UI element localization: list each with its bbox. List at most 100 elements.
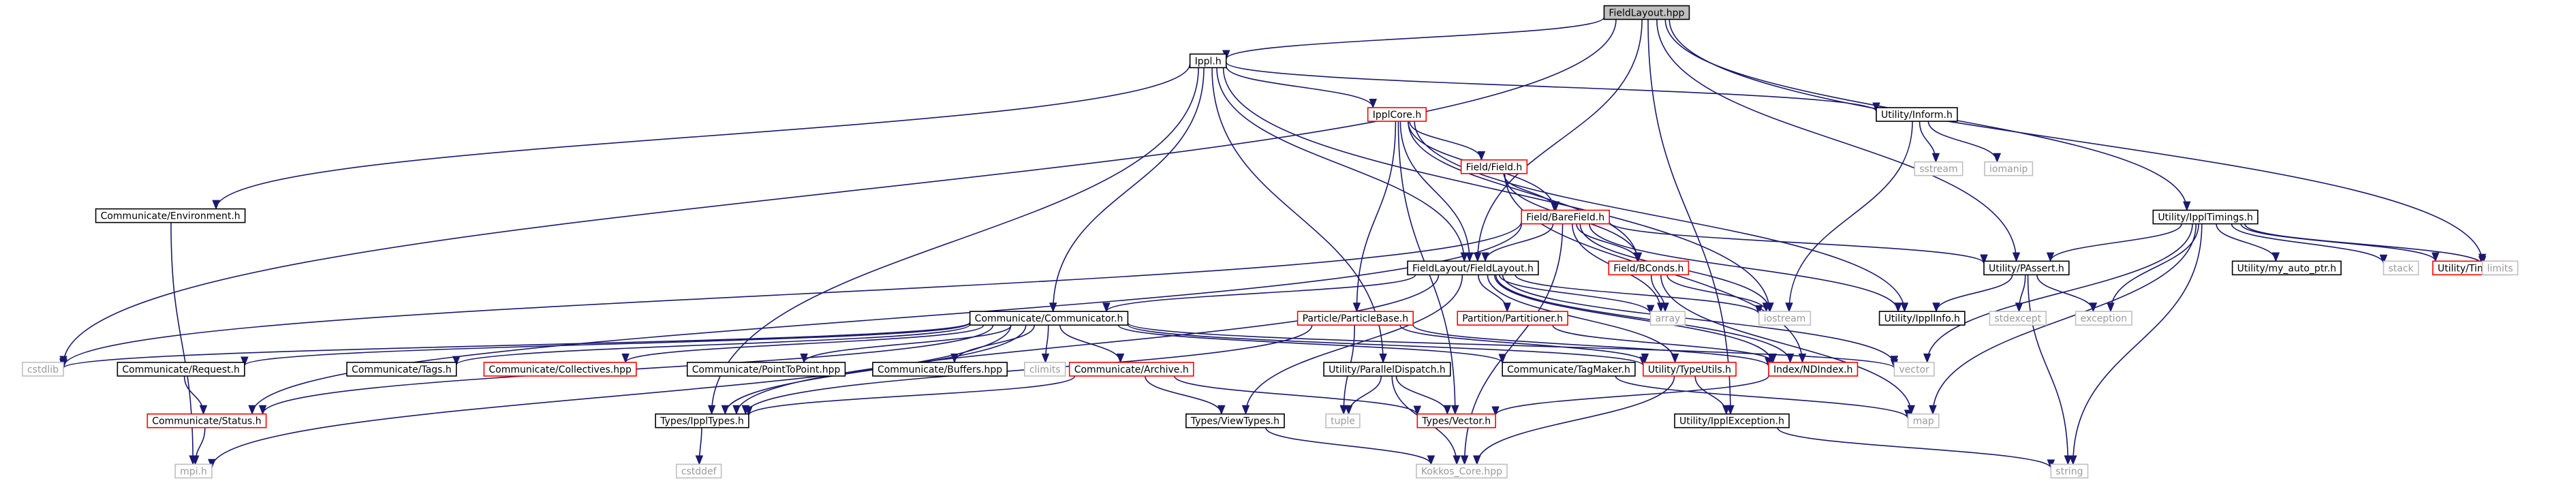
node-box — [872, 362, 1008, 377]
node-vector: vector — [1893, 362, 1935, 377]
node-label: Utility/my_auto_ptr.h — [2237, 263, 2337, 274]
node-communicate-environment-h[interactable]: Communicate/Environment.h — [95, 208, 246, 223]
node-label: string — [2055, 467, 2083, 478]
edge-utility-ippltimings-h-to-string — [2069, 223, 2203, 465]
edge-communicate-archive-h-to-types-ippltypes-h — [745, 375, 1076, 416]
node-exception: exception — [2075, 311, 2132, 326]
node-label: Types/Vector.h — [1421, 416, 1491, 427]
node-communicate-buffers-hpp[interactable]: Communicate/Buffers.hpp — [872, 362, 1008, 377]
node-box — [1984, 161, 2034, 176]
node-label: Types/ViewTypes.h — [1190, 416, 1279, 427]
edge-fieldlayout-fieldlayout-h-to-iostream — [1515, 274, 1763, 315]
node-utility-ipplinfo-h[interactable]: Utility/IpplInfo.h — [1878, 311, 1966, 326]
edge-utility-inform-h-to-iomanip — [1927, 121, 2002, 163]
edge-fieldlayout-hpp-to-limits — [1669, 19, 2487, 264]
edge-fieldlayout-hpp-to-ippl-h — [1222, 16, 1605, 60]
edge-types-viewtypes-h-to-kokkos-core-hpp — [1265, 427, 1436, 465]
node-utility-ippltimings-h[interactable]: Utility/IpplTimings.h — [2152, 209, 2259, 225]
node-ipplcore-h[interactable]: IpplCore.h — [1367, 107, 1427, 122]
edge-fieldlayout-hpp-to-fieldlayout-fieldlayout-h — [1474, 19, 1643, 262]
node-particle-particlebase-h[interactable]: Particle/ParticleBase.h — [1297, 311, 1414, 326]
edge-communicate-communicator-h-to-communicate-pointtopoint-hpp — [800, 324, 1012, 364]
node-field-field-h[interactable]: Field/Field.h — [1460, 159, 1528, 174]
node-label: Partition/Partitioner.h — [1462, 313, 1563, 324]
node-box — [22, 362, 64, 377]
node-communicate-collectives-hpp[interactable]: Communicate/Collectives.hpp — [483, 362, 637, 377]
edge-field-barefield-h-to-utility-ipplinfo-h — [1589, 223, 1902, 313]
node-fieldlayout-hpp[interactable]: FieldLayout.hpp — [1603, 5, 1690, 20]
node-box — [1024, 362, 1066, 377]
node-utility-my-auto-ptr-h[interactable]: Utility/my_auto_ptr.h — [2231, 260, 2342, 276]
edge-utility-ippltimings-h-to-exception — [2107, 223, 2199, 313]
node-box — [1457, 311, 1568, 326]
node-box — [1893, 362, 1935, 377]
edge-ipplcore-h-to-field-field-h — [1409, 121, 1486, 161]
node-box — [1907, 413, 1940, 429]
node-box — [1068, 362, 1194, 377]
node-utility-ipplexception-h[interactable]: Utility/IpplException.h — [1674, 413, 1790, 429]
node-box — [1416, 413, 1496, 429]
node-partition-partitioner-h[interactable]: Partition/Partitioner.h — [1457, 311, 1568, 326]
edge-ipplcore-h-to-field-bconds-h — [1408, 121, 1642, 262]
node-communicate-archive-h[interactable]: Communicate/Archive.h — [1068, 362, 1194, 377]
node-types-viewtypes-h[interactable]: Types/ViewTypes.h — [1185, 413, 1285, 429]
node-label: Communicate/Tags.h — [352, 364, 452, 375]
node-types-vector-h[interactable]: Types/Vector.h — [1416, 413, 1496, 429]
node-label: Utility/IpplInfo.h — [1884, 313, 1960, 324]
node-communicate-tags-h[interactable]: Communicate/Tags.h — [346, 362, 457, 377]
node-box — [1603, 5, 1690, 20]
edge-fieldlayout-fieldlayout-h-to-communicate-communicator-h — [1102, 274, 1416, 313]
edge-fieldlayout-hpp-to-cstdlib — [59, 19, 1617, 366]
node-label: FieldLayout/FieldLayout.h — [1412, 263, 1534, 274]
node-label: Communicate/Communicator.h — [975, 313, 1123, 324]
node-utility-typeutils-h[interactable]: Utility/TypeUtils.h — [1643, 362, 1737, 377]
edge-ippl-h-to-communicate-communicator-h — [1049, 67, 1205, 313]
node-field-barefield-h[interactable]: Field/BareField.h — [1521, 209, 1610, 225]
edge-fieldlayout-hpp-to-utility-passert-h — [1656, 19, 2021, 262]
node-label: mpi.h — [180, 467, 207, 478]
node-fieldlayout-fieldlayout-h[interactable]: FieldLayout/FieldLayout.h — [1407, 260, 1539, 276]
edge-communicate-communicator-h-to-utility-typeutils-h — [1127, 324, 1647, 367]
node-utility-paralleldispatch-h[interactable]: Utility/ParallelDispatch.h — [1323, 362, 1451, 377]
node-box — [1983, 260, 2070, 276]
node-label: Communicate/Buffers.hpp — [878, 364, 1002, 375]
edge-fieldlayout-fieldlayout-h-to-types-ippltypes-h — [732, 275, 1440, 416]
node-box — [686, 362, 846, 377]
node-stack: stack — [2383, 260, 2419, 276]
node-utility-inform-h[interactable]: Utility/Inform.h — [1876, 107, 1958, 122]
node-box — [1608, 260, 1690, 276]
node-label: map — [1913, 416, 1934, 427]
edge-communicate-communicator-h-to-cstdlib — [59, 322, 971, 369]
node-box — [2050, 463, 2089, 479]
node-communicate-status-h[interactable]: Communicate/Status.h — [146, 413, 267, 429]
node-communicate-pointtopoint-hpp[interactable]: Communicate/PointToPoint.hpp — [686, 362, 846, 377]
node-communicate-tagmaker-h[interactable]: Communicate/TagMaker.h — [1502, 362, 1636, 377]
edge-utility-typeutils-h-to-utility-ipplexception-h — [1694, 375, 1731, 416]
edge-field-field-h-to-field-barefield-h — [1503, 173, 1560, 212]
node-box — [2152, 209, 2259, 225]
edge-types-ippltypes-h-to-cstddef — [695, 427, 704, 465]
node-stdexcept: stdexcept — [1989, 311, 2047, 326]
node-label: stack — [2389, 263, 2415, 274]
node-label: Communicate/Status.h — [152, 416, 261, 427]
edge-communicate-communicator-h-to-communicate-archive-h — [1059, 325, 1125, 364]
node-field-bconds-h[interactable]: Field/BConds.h — [1608, 260, 1690, 276]
node-box — [1878, 311, 1966, 326]
edge-ippl-h-to-fieldlayout-fieldlayout-h — [1216, 67, 1468, 262]
node-utility-passert-h[interactable]: Utility/PAssert.h — [1983, 260, 2070, 276]
edge-partition-partitioner-h-to-index-nd-index-h — [1552, 324, 1777, 364]
node-communicate-communicator-h[interactable]: Communicate/Communicator.h — [969, 311, 1129, 326]
node-box — [174, 463, 213, 479]
edge-communicate-communicator-h-to-climits — [1041, 325, 1050, 364]
edge-fieldlayout-fieldlayout-h-to-memory — [1493, 275, 1776, 364]
node-label: Utility/Inform.h — [1881, 110, 1953, 121]
node-label: Communicate/Environment.h — [101, 211, 240, 222]
node-types-ippltypes-h[interactable]: Types/IpplTypes.h — [655, 413, 749, 429]
node-label: iostream — [1764, 313, 1806, 324]
edge-field-bconds-h-to-array — [1650, 275, 1669, 313]
node-ippl-h[interactable]: Ippl.h — [1189, 53, 1227, 69]
node-communicate-request-h[interactable]: Communicate/Request.h — [117, 362, 245, 377]
node-index-nd-index-h[interactable]: Index/NDIndex.h — [1768, 362, 1859, 377]
node-sstream: sstream — [1914, 161, 1964, 176]
